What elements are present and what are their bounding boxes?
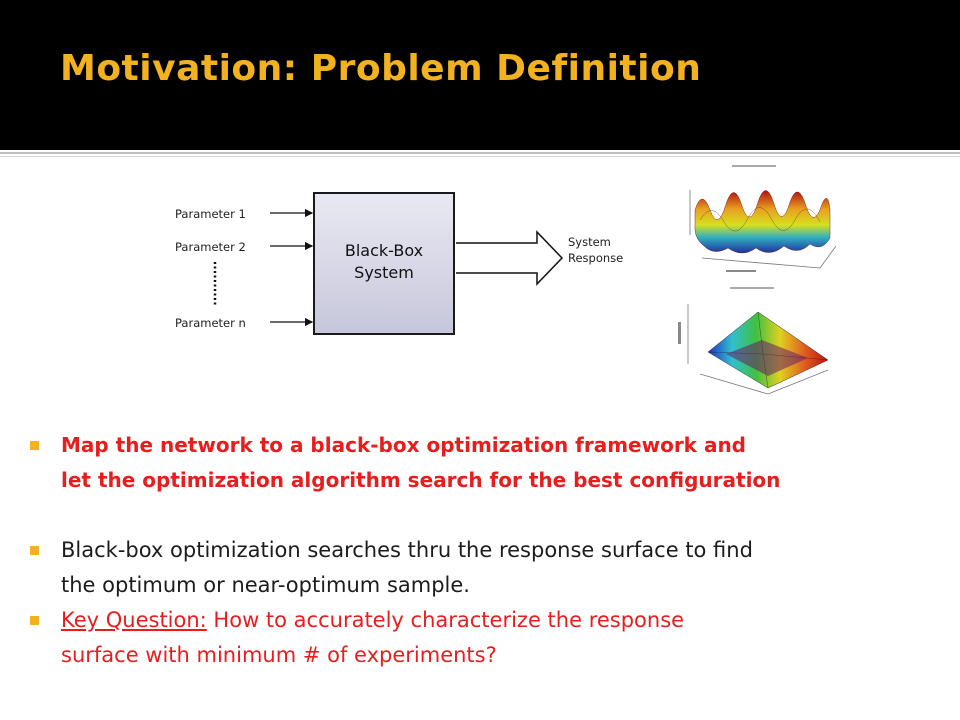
bullet-1-line2: let the optimization algorithm search fo… [61,468,781,492]
bullet-3-line1: How to accurately characterize the respo… [206,608,685,632]
title-underline [0,152,960,154]
bullet-2-line1: Black-box optimization searches thru the… [61,538,753,562]
param-1-label: Parameter 1 [175,207,246,221]
bullet-list: Map the network to a black-box optimizat… [30,428,950,673]
system-response-line2: Response [568,251,624,265]
system-response-label: System Response [568,234,623,266]
black-box-label-line2: System [354,263,414,282]
key-question-label: Key Question: [61,608,207,632]
slide-title: Motivation: Problem Definition [60,48,702,89]
bullet-item-3: Key Question: How to accurately characte… [30,603,950,673]
oscillating-surface-plot [680,160,840,278]
bullet-square-icon [30,546,39,555]
bullet-2-line2: the optimum or near-optimum sample. [61,573,470,597]
bullet-3-line2: surface with minimum # of experiments? [61,643,497,667]
param-2-label: Parameter 2 [175,240,246,254]
bowl-surface-plot [678,282,838,402]
bullet-item-1: Map the network to a black-box optimizat… [30,428,950,498]
bullet-spacer [30,498,950,533]
black-box-system: Black-Box System [313,192,455,335]
title-underline-thin [0,156,960,157]
black-box-label: Black-Box System [315,240,453,284]
black-box-label-line1: Black-Box [344,241,424,260]
bullet-square-icon [30,616,39,625]
bullet-square-icon [30,441,39,450]
bullet-item-2: Black-box optimization searches thru the… [30,533,950,603]
title-bar [0,0,960,150]
system-response-line1: System [568,235,611,249]
param-n-label: Parameter n [175,316,246,330]
bullet-1-line1: Map the network to a black-box optimizat… [61,433,746,457]
output-arrow [456,230,564,286]
